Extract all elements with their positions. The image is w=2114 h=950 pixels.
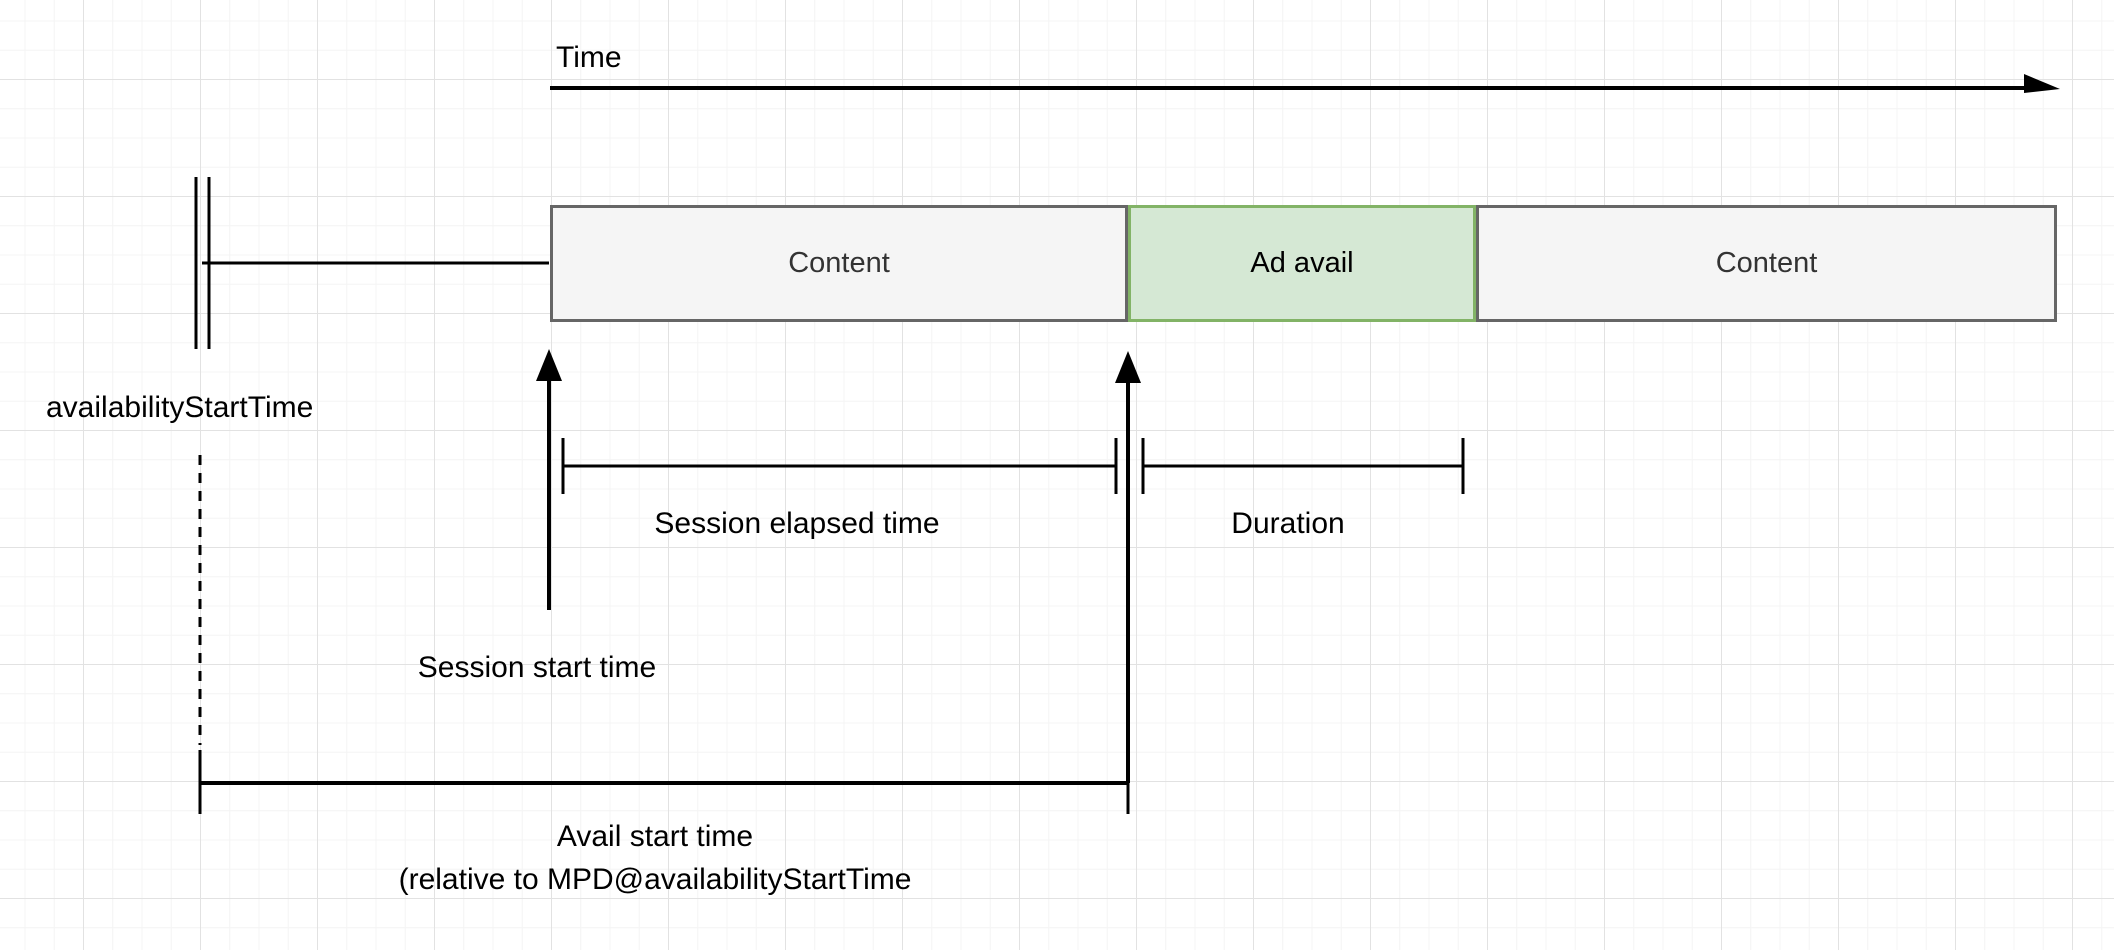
content-box-1-label: Content	[788, 247, 890, 279]
avail-start-time-label: Avail start time (relative to MPD@availa…	[399, 816, 912, 902]
session-start-arrow	[536, 349, 562, 610]
session-start-time-label: Session start time	[417, 651, 657, 684]
duration-label: Duration	[1231, 507, 1345, 540]
time-axis-arrowhead-icon	[2024, 74, 2060, 93]
ad-avail-box-label: Ad avail	[1250, 247, 1354, 279]
avail-start-time-label-line2: (relative to MPD@availabilityStartTime	[398, 862, 912, 896]
duration-bracket	[1141, 438, 1465, 494]
availability-start-time-label: availabilityStartTime	[46, 391, 314, 424]
session-elapsed-time-label: Session elapsed time	[654, 507, 940, 540]
avail-start-arrow	[1115, 351, 1141, 783]
avail-start-bracket	[198, 750, 1130, 814]
time-axis-arrow	[550, 74, 2060, 93]
session-start-arrowhead-icon	[536, 349, 562, 381]
time-axis-label: Time	[556, 41, 622, 74]
content-box-2-label: Content	[1715, 247, 1818, 279]
content-box-2: Content	[1476, 205, 2057, 322]
avail-start-arrowhead-icon	[1115, 351, 1141, 383]
session-elapsed-bracket	[561, 438, 1118, 494]
availability-start-marker	[194, 177, 211, 349]
content-box-1: Content	[550, 205, 1128, 322]
ad-avail-box: Ad avail	[1128, 205, 1476, 322]
avail-start-time-label-line1: Avail start time	[556, 820, 754, 853]
